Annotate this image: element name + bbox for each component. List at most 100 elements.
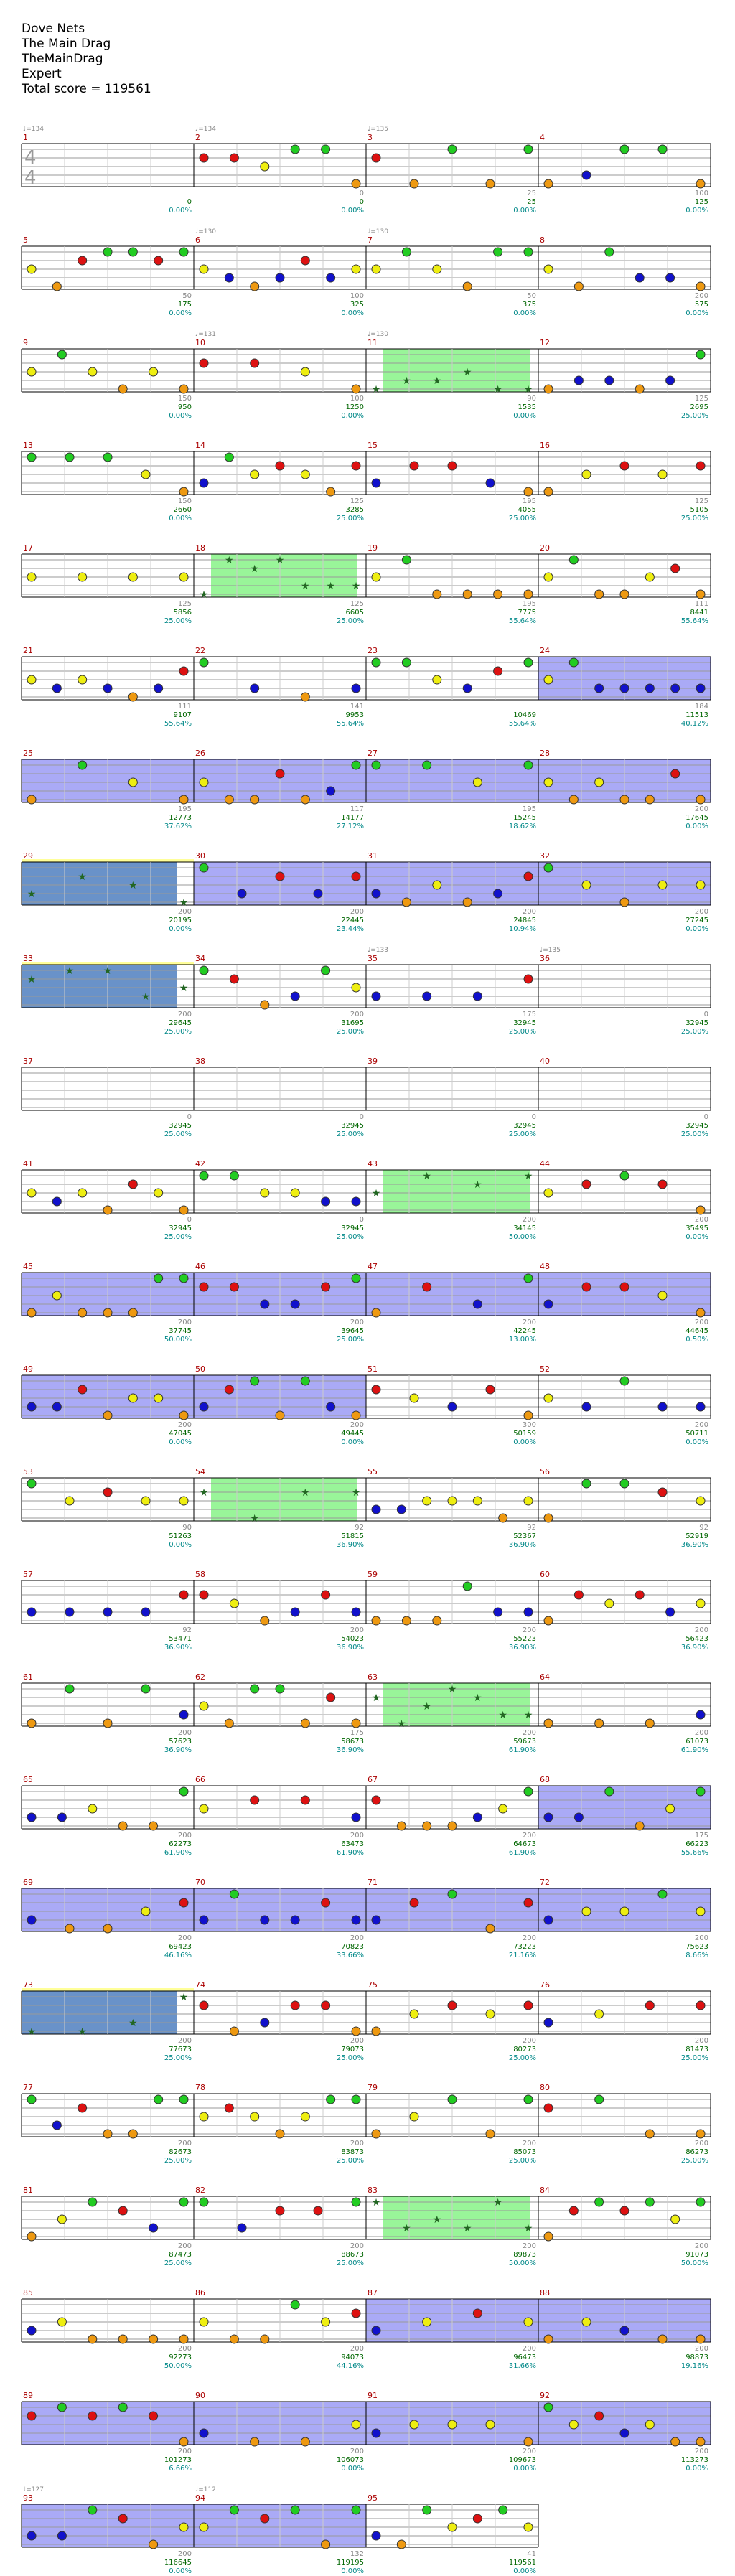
note — [27, 2326, 37, 2336]
measure-number: 59 — [368, 1570, 378, 1579]
note — [371, 2026, 381, 2036]
star-note: ★ — [301, 1487, 310, 1499]
note — [154, 1393, 164, 1403]
cumulative-score: 37745 — [169, 1327, 192, 1335]
note — [326, 786, 336, 796]
note — [696, 2197, 706, 2207]
cumulative-score: 10469 — [513, 711, 536, 719]
star-note: ★ — [179, 983, 189, 994]
measure-note-value: 0 — [187, 1113, 192, 1121]
star-percent: 25.00% — [509, 2157, 536, 2165]
note — [543, 1188, 553, 1198]
measure-note-value: 200 — [523, 1216, 536, 1224]
note — [57, 2317, 67, 2327]
note — [371, 1308, 381, 1318]
note — [229, 2026, 239, 2036]
note — [199, 1402, 209, 1412]
note — [118, 2206, 128, 2216]
note — [581, 1479, 591, 1489]
note — [118, 2334, 128, 2344]
star-percent: 25.00% — [681, 2054, 708, 2062]
note — [696, 2129, 706, 2139]
note — [462, 683, 472, 693]
measure-note-value: 200 — [350, 1832, 364, 1840]
note — [65, 1924, 75, 1934]
note — [78, 1308, 88, 1318]
note — [260, 161, 270, 172]
note — [657, 1291, 668, 1301]
note — [224, 1718, 234, 1728]
note — [199, 1804, 209, 1814]
note — [409, 1393, 419, 1403]
cumulative-score: 81473 — [685, 2046, 708, 2053]
cumulative-score: 50159 — [513, 1430, 536, 1438]
note — [275, 273, 285, 283]
star-percent: 0.00% — [685, 925, 708, 933]
note — [103, 1924, 113, 1934]
cumulative-score: 20195 — [169, 917, 192, 924]
note — [594, 2009, 604, 2019]
note — [523, 144, 533, 154]
star-percent: 61.90% — [337, 1849, 364, 1857]
solo-marker — [22, 859, 194, 862]
note — [619, 1906, 629, 1916]
cumulative-score: 17645 — [685, 814, 708, 822]
note — [447, 2420, 457, 2430]
measure-note-value: 0 — [187, 1216, 192, 1224]
star-note: ★ — [473, 1179, 482, 1191]
note — [154, 1188, 164, 1198]
note — [645, 2420, 655, 2430]
note — [645, 795, 655, 805]
measure-note-value: 111 — [178, 703, 192, 711]
note — [422, 1496, 432, 1506]
note — [326, 1692, 336, 1702]
star-percent: 55.64% — [164, 720, 192, 728]
note — [118, 2402, 128, 2412]
cumulative-score: 57623 — [169, 1738, 192, 1746]
star-percent: 36.90% — [337, 1541, 364, 1549]
note — [604, 375, 614, 385]
measure-note-value: 141 — [350, 703, 364, 711]
star-percent: 25.00% — [337, 1233, 364, 1241]
note — [52, 2120, 62, 2130]
measure-number: 17 — [23, 543, 33, 553]
note — [696, 1496, 706, 1506]
measure-note-value: 200 — [178, 1729, 192, 1737]
note — [300, 2437, 310, 2447]
note — [27, 795, 37, 805]
measure-note-value: 41 — [527, 2550, 536, 2558]
measure-number: 18 — [195, 543, 205, 553]
measure-number: 14 — [195, 441, 205, 450]
note — [604, 1598, 614, 1608]
star-note: ★ — [463, 2223, 472, 2234]
measure-note-value: 200 — [523, 1934, 536, 1942]
cumulative-score: 4055 — [518, 506, 536, 514]
measure-note-value: 200 — [523, 2140, 536, 2148]
measure-number: 22 — [195, 646, 205, 655]
note — [250, 281, 260, 291]
note — [568, 555, 579, 565]
star-percent: 36.90% — [164, 1746, 192, 1754]
note — [260, 2334, 270, 2344]
star-percent: 0.50% — [685, 1336, 708, 1344]
note — [665, 273, 675, 283]
cumulative-score: 54023 — [341, 1635, 364, 1643]
star-note: ★ — [27, 974, 37, 985]
measure-number: 65 — [23, 1775, 33, 1784]
measure-number: 66 — [195, 1775, 205, 1784]
note — [326, 1402, 336, 1412]
star-percent: 55.64% — [509, 720, 536, 728]
note — [260, 1188, 270, 1198]
cumulative-score: 34145 — [513, 1224, 536, 1232]
total-score: Total score = 119561 — [22, 82, 151, 96]
measure-number: 88 — [540, 2288, 550, 2298]
measure-number: 94 — [195, 2493, 205, 2503]
star-percent: 50.00% — [164, 1336, 192, 1344]
star-note: ★ — [179, 1992, 189, 2003]
cumulative-score: 32945 — [685, 1019, 708, 1027]
measure-note-value: 0 — [360, 1113, 364, 1121]
note — [57, 2214, 67, 2224]
note — [260, 1616, 270, 1626]
measure-note-value: 200 — [695, 1626, 708, 1634]
measure-number: 8 — [540, 235, 545, 245]
